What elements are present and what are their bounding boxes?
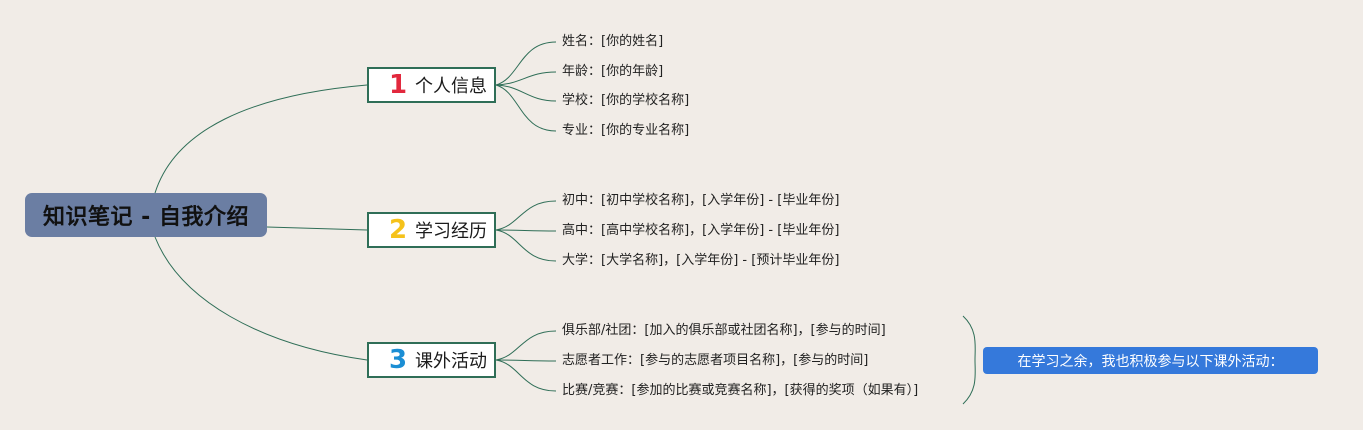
leaf-school[interactable]: 学校：[你的学校名称] bbox=[562, 93, 690, 108]
root-topic-label: 知识笔记 - 自我介绍 bbox=[43, 205, 249, 230]
connector-root-to-branch-2 bbox=[266, 226, 368, 231]
number-1-icon: 1 bbox=[388, 70, 408, 100]
leaf-major[interactable]: 专业：[你的专业名称] bbox=[562, 123, 690, 138]
connector-root-to-branch-3 bbox=[154, 236, 368, 361]
summary-brace bbox=[962, 315, 976, 405]
leaf-clubs[interactable]: 俱乐部/社团：[加入的俱乐部或社团名称]，[参与的时间] bbox=[562, 323, 886, 338]
leaf-name[interactable]: 姓名：[你的姓名] bbox=[562, 34, 664, 49]
leaf-competitions[interactable]: 比赛/竞赛：[参加的比赛或竞赛名称]，[获得的奖项（如果有）] bbox=[562, 383, 919, 398]
connector-branch-3-leaf-1 bbox=[495, 330, 557, 361]
summary-note-label: 在学习之余，我也积极参与以下课外活动： bbox=[1017, 353, 1284, 370]
connector-branch-1-leaf-3 bbox=[495, 84, 557, 102]
connector-branch-1-leaf-4 bbox=[495, 84, 557, 132]
branch-label: 课外活动 bbox=[415, 351, 487, 372]
branch-label: 个人信息 bbox=[415, 76, 487, 97]
number-3-icon: 3 bbox=[388, 345, 408, 375]
connector-branch-2-leaf-3 bbox=[495, 229, 557, 262]
connector-branch-1-leaf-2 bbox=[495, 71, 557, 86]
root-topic[interactable]: 知识笔记 - 自我介绍 bbox=[25, 193, 267, 237]
number-2-icon: 2 bbox=[388, 215, 408, 245]
connector-branch-2-leaf-1 bbox=[495, 200, 557, 231]
branch-education[interactable]: 2 学习经历 bbox=[367, 212, 496, 248]
branch-label: 学习经历 bbox=[415, 221, 487, 242]
connector-branch-2-leaf-2 bbox=[495, 229, 557, 232]
leaf-age[interactable]: 年龄：[你的年龄] bbox=[562, 64, 664, 79]
connector-branch-3-leaf-2 bbox=[495, 359, 557, 362]
leaf-volunteer[interactable]: 志愿者工作：[参与的志愿者项目名称]，[参与的时间] bbox=[562, 353, 869, 368]
leaf-high-school[interactable]: 高中：[高中学校名称]，[入学年份] - [毕业年份] bbox=[562, 223, 840, 238]
branch-extracurricular[interactable]: 3 课外活动 bbox=[367, 342, 496, 378]
branch-personal-info[interactable]: 1 个人信息 bbox=[367, 67, 496, 103]
leaf-middle-school[interactable]: 初中：[初中学校名称]，[入学年份] - [毕业年份] bbox=[562, 193, 840, 208]
connector-branch-3-leaf-3 bbox=[495, 359, 557, 392]
connector-root-to-branch-1 bbox=[154, 84, 368, 194]
connector-branch-1-leaf-1 bbox=[495, 41, 557, 86]
summary-note[interactable]: 在学习之余，我也积极参与以下课外活动： bbox=[983, 347, 1318, 374]
leaf-university[interactable]: 大学：[大学名称]，[入学年份] - [预计毕业年份] bbox=[562, 253, 840, 268]
